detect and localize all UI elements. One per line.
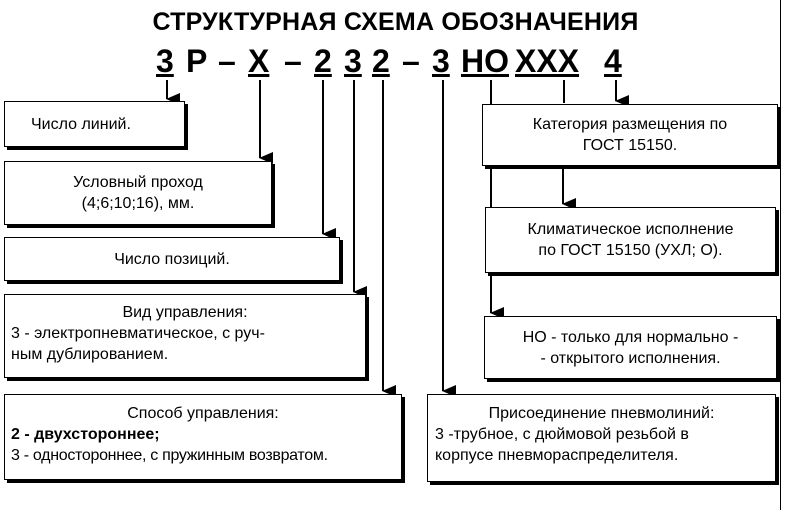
code-letter-r: Р <box>186 43 208 79</box>
box-positions: Число позиций. <box>4 237 340 281</box>
code-placement: 4 <box>604 43 622 79</box>
page-title: СТРУКТУРНАЯ СХЕМА ОБОЗНАЧЕНИЯ <box>152 8 639 36</box>
code-dash: – <box>284 43 302 79</box>
code-control-method: 2 <box>372 43 390 79</box>
box-bore-title: Условный проход <box>73 174 203 191</box>
box-bore-values: (4;6;10;16), мм. <box>81 195 195 212</box>
box-lines-count: Число линий. <box>4 101 185 147</box>
box-no-line2: - открытого исполнения. <box>540 349 721 367</box>
box-control-type-title: Вид управления: <box>122 304 248 321</box>
code-no: НО <box>461 43 509 79</box>
code-control-type: 3 <box>344 43 362 79</box>
code-dash: – <box>402 43 420 79</box>
box-control-type: Вид управления: 3 - электропневматическо… <box>4 294 366 378</box>
box-climate-line1: Климатическое исполнение <box>527 221 734 238</box>
box-climate-line2: по ГОСТ 15150 (УХЛ; О). <box>538 242 723 259</box>
box-lines-count-text: Число линий. <box>31 115 131 133</box>
box-control-method-title: Способ управления: <box>127 405 279 422</box>
box-connection-title: Присоединение пневмолиний: <box>488 405 715 422</box>
box-connection-line2: корпусе пневмораспределителя. <box>435 447 679 464</box>
box-no: НО - только для нормально - - открытого … <box>484 316 777 379</box>
box-placement-line2: ГОСТ 15150. <box>582 137 678 154</box>
box-connection-line1: 3 -трубное, с дюймовой резьбой в <box>435 426 689 443</box>
page-right-border <box>780 0 781 510</box>
box-climate: Климатическое исполнение по ГОСТ 15150 (… <box>485 207 776 273</box>
box-control-method-option-2: 2 - двухстороннее; <box>11 426 160 443</box>
box-no-line1: НО - только для нормально - <box>522 328 739 346</box>
box-placement-line1: Категория размещения по <box>532 116 728 133</box>
box-placement: Категория размещения по ГОСТ 15150. <box>482 104 778 166</box>
box-positions-text: Число позиций. <box>114 250 230 268</box>
box-control-type-line1: 3 - электропневматическое, с руч- <box>11 325 265 342</box>
code-bore: Х <box>248 43 270 79</box>
box-bore: Условный проход (4;6;10;16), мм. <box>4 161 272 225</box>
box-control-method-option-3: 3 - одностороннее, с пружинным возвратом… <box>11 447 328 464</box>
code-positions: 2 <box>314 43 332 79</box>
code-lines-count: 3 <box>156 43 174 79</box>
code-dash: – <box>218 43 236 79</box>
box-control-type-line2: ным дублированием. <box>11 346 169 363</box>
box-control-method: Способ управления: 2 - двухстороннее; 3 … <box>4 394 402 480</box>
box-connection: Присоединение пневмолиний: 3 -трубное, с… <box>427 394 776 482</box>
code-connection: 3 <box>432 43 450 79</box>
code-xxx: ХХХ <box>515 43 580 79</box>
